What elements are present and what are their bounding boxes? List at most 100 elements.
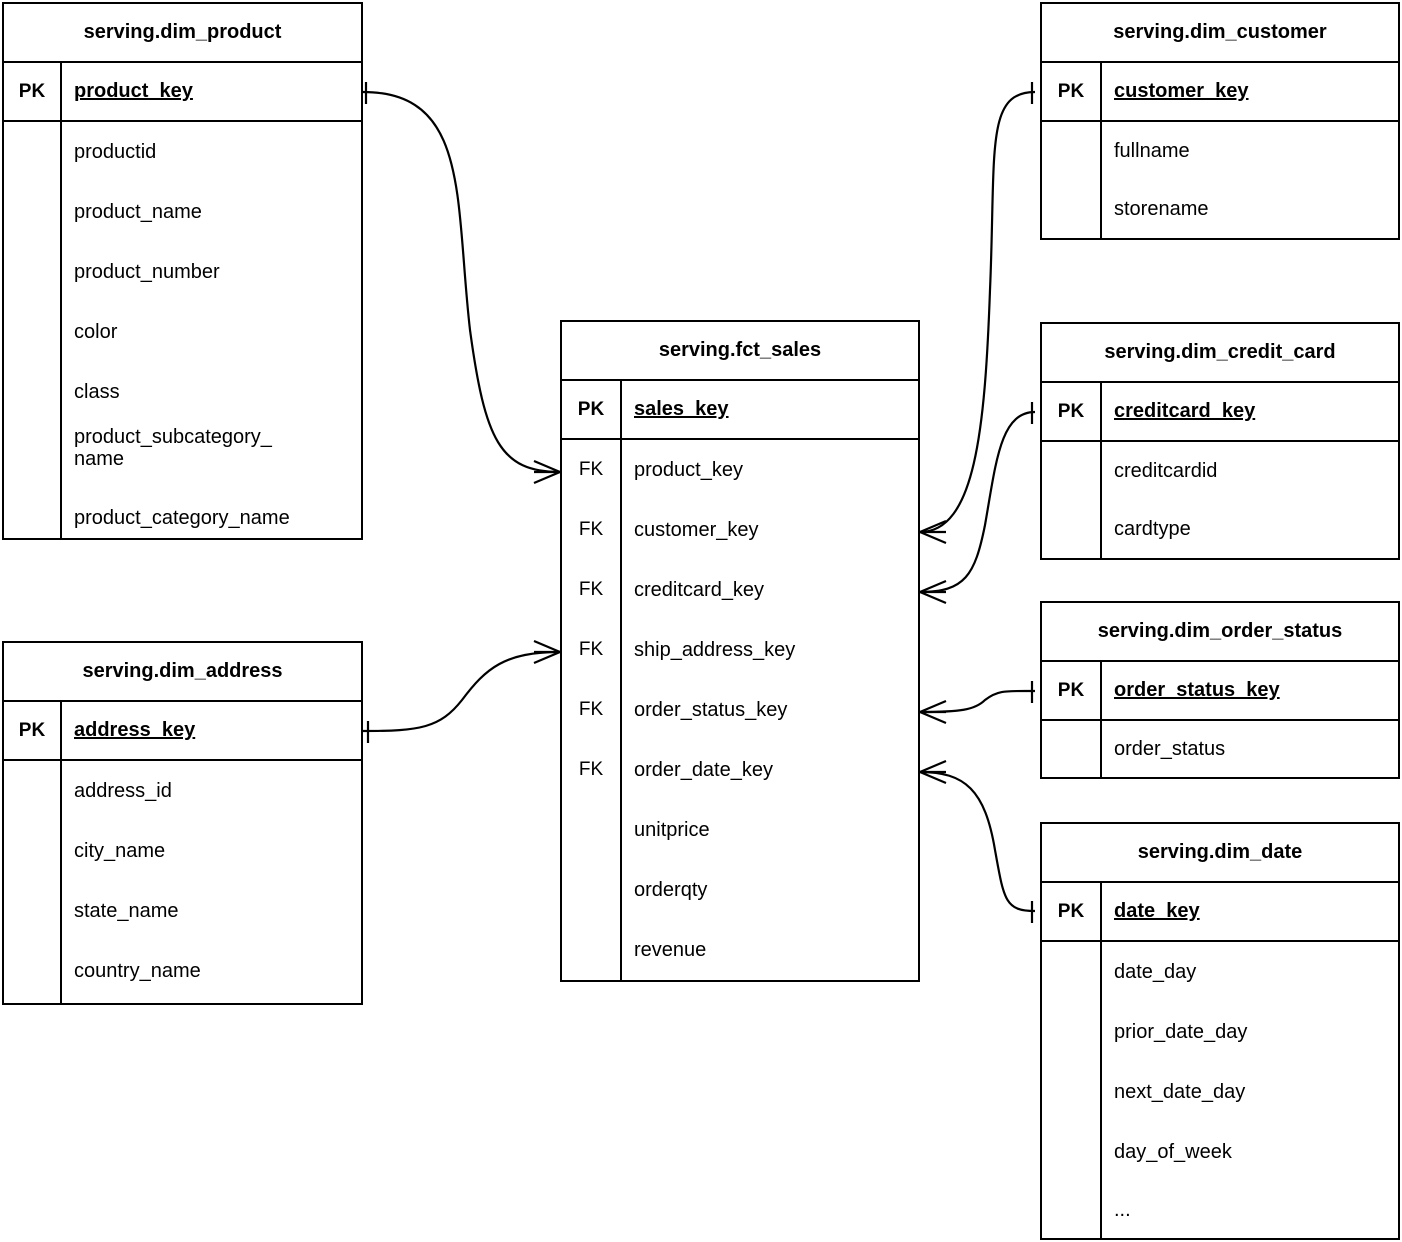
attr-name-dim-product-5-line2: name (74, 448, 125, 470)
attr-name-dim-date-0: date_day (1114, 961, 1197, 983)
pk-label-dim-date: PK (1042, 883, 1102, 940)
pk-name-dim-customer: customer_key (1114, 80, 1249, 102)
attr-key-fct-sales-5: FK (578, 758, 604, 780)
pk-row-dim-date: PK date_key (1042, 883, 1398, 942)
entity-title-dim-customer: serving.dim_customer (1042, 4, 1398, 63)
entity-title-dim-address: serving.dim_address (4, 643, 361, 702)
attr-name-dim-customer-0: fullname (1114, 140, 1190, 162)
entity-dim-address[interactable]: serving.dim_address PK address_key addre… (2, 641, 363, 1005)
entity-dim-date[interactable]: serving.dim_date PK date_key date_day pr… (1040, 822, 1400, 1240)
attr-name-dim-product-2: product_number (74, 261, 220, 283)
pk-row-dim-order-status: PK order_status_key (1042, 662, 1398, 721)
attr-name-dim-credit-card-0: creditcardid (1114, 460, 1218, 482)
attr-name-fct-sales-3: ship_address_key (634, 639, 796, 661)
attr-key-dim-product-4 (4, 362, 60, 422)
attr-name-fct-sales-1: customer_key (634, 519, 759, 541)
attr-name-dim-address-0: address_id (74, 780, 172, 802)
attributes-dim-order-status: order_status (1042, 721, 1398, 777)
attr-key-dim-date-1 (1042, 1002, 1100, 1062)
entity-dim-order-status[interactable]: serving.dim_order_status PK order_status… (1040, 601, 1400, 779)
crowfoot-date (919, 759, 947, 785)
attr-name-dim-product-4: class (74, 381, 120, 403)
attr-name-dim-product-6: product_category_name (74, 507, 290, 529)
attr-name-dim-date-1: prior_date_day (1114, 1021, 1248, 1043)
pk-label-dim-product: PK (4, 63, 62, 120)
attr-key-dim-address-3 (4, 941, 60, 1001)
entity-dim-customer[interactable]: serving.dim_customer PK customer_key ful… (1040, 2, 1400, 240)
attr-name-dim-product-3: color (74, 321, 118, 343)
entity-dim-product[interactable]: serving.dim_product PK product_key produ… (2, 2, 363, 540)
attr-name-fct-sales-2: creditcard_key (634, 579, 765, 601)
pk-label-dim-order-status: PK (1042, 662, 1102, 719)
entity-dim-credit-card[interactable]: serving.dim_credit_card PK creditcard_ke… (1040, 322, 1400, 560)
entity-title-dim-credit-card: serving.dim_credit_card (1042, 324, 1398, 383)
relationship-product (362, 82, 561, 485)
attr-name-dim-order-status-0: order_status (1114, 738, 1226, 760)
attr-key-dim-date-2 (1042, 1062, 1100, 1122)
attr-name-fct-sales-0: product_key (634, 459, 743, 481)
attr-key-fct-sales-6 (562, 800, 620, 860)
attributes-dim-customer: fullname storename (1042, 122, 1398, 238)
pk-label-fct-sales: PK (562, 381, 622, 438)
attributes-dim-credit-card: creditcardid cardtype (1042, 442, 1398, 558)
attributes-dim-address: address_id city_name state_name country_… (4, 761, 361, 1003)
attr-key-fct-sales-2: FK (578, 578, 604, 600)
attr-key-fct-sales-4: FK (578, 698, 604, 720)
pk-name-dim-product: product_key (74, 80, 193, 102)
attr-key-dim-date-3 (1042, 1122, 1100, 1182)
attr-key-dim-product-5 (4, 422, 60, 498)
relationship-date (919, 759, 1036, 923)
attr-name-fct-sales-6: unitprice (634, 819, 710, 841)
pk-name-fct-sales: sales_key (634, 398, 729, 420)
attr-name-dim-product-5: product_subcategory_ name (62, 422, 361, 498)
attr-key-dim-product-2 (4, 242, 60, 302)
pk-label-dim-address: PK (4, 702, 62, 759)
attr-key-dim-product-3 (4, 302, 60, 362)
attr-name-fct-sales-5: order_date_key (634, 759, 773, 781)
attr-key-dim-credit-card-1 (1042, 500, 1100, 558)
pk-label-dim-credit-card: PK (1042, 383, 1102, 440)
entity-title-dim-order-status: serving.dim_order_status (1042, 603, 1398, 662)
attr-key-dim-customer-0 (1042, 122, 1100, 180)
pk-row-dim-product: PK product_key (4, 63, 361, 122)
attr-name-dim-credit-card-1: cardtype (1114, 518, 1191, 540)
attr-name-dim-date-3: day_of_week (1114, 1141, 1232, 1163)
crowfoot-product (533, 459, 561, 485)
attr-name-dim-address-1: city_name (74, 840, 166, 862)
relationship-customer (919, 82, 1036, 545)
pk-row-dim-customer: PK customer_key (1042, 63, 1398, 122)
attributes-dim-product: productid product_name product_number co… (4, 122, 361, 538)
attr-name-dim-address-3: country_name (74, 960, 201, 982)
attr-key-dim-order-status-0 (1042, 721, 1100, 777)
attr-key-fct-sales-7 (562, 860, 620, 920)
entity-title-dim-product: serving.dim_product (4, 4, 361, 63)
crowfoot-customer (919, 519, 947, 545)
attr-key-dim-date-4 (1042, 1182, 1100, 1238)
attr-name-dim-date-2: next_date_day (1114, 1081, 1246, 1103)
pk-label-dim-customer: PK (1042, 63, 1102, 120)
attr-name-dim-product-0: productid (74, 141, 157, 163)
attr-key-fct-sales-0: FK (578, 458, 604, 480)
attr-key-fct-sales-1: FK (578, 518, 604, 540)
attr-key-dim-customer-1 (1042, 180, 1100, 238)
pk-name-dim-address: address_key (74, 719, 196, 741)
attr-key-fct-sales-3: FK (578, 638, 604, 660)
pk-row-dim-address: PK address_key (4, 702, 361, 761)
attr-key-fct-sales-8 (562, 920, 620, 980)
relationship-creditcard (919, 402, 1036, 605)
pk-name-dim-order-status: order_status_key (1114, 679, 1280, 701)
attr-name-dim-product-1: product_name (74, 201, 202, 223)
attr-name-fct-sales-4: order_status_key (634, 699, 788, 721)
entity-fct-sales[interactable]: serving.fct_sales PK sales_key FK FK FK … (560, 320, 920, 982)
relationship-order-status (919, 681, 1036, 725)
attributes-dim-date: date_day prior_date_day next_date_day da… (1042, 942, 1398, 1238)
pk-row-fct-sales: PK sales_key (562, 381, 918, 440)
attr-key-dim-product-6 (4, 498, 60, 538)
entity-title-fct-sales: serving.fct_sales (562, 322, 918, 381)
entity-title-dim-date: serving.dim_date (1042, 824, 1398, 883)
pk-name-dim-credit-card: creditcard_key (1114, 400, 1256, 422)
attr-name-dim-date-4: ... (1114, 1199, 1131, 1221)
attr-name-dim-customer-1: storename (1114, 198, 1209, 220)
attr-name-fct-sales-8: revenue (634, 939, 707, 961)
